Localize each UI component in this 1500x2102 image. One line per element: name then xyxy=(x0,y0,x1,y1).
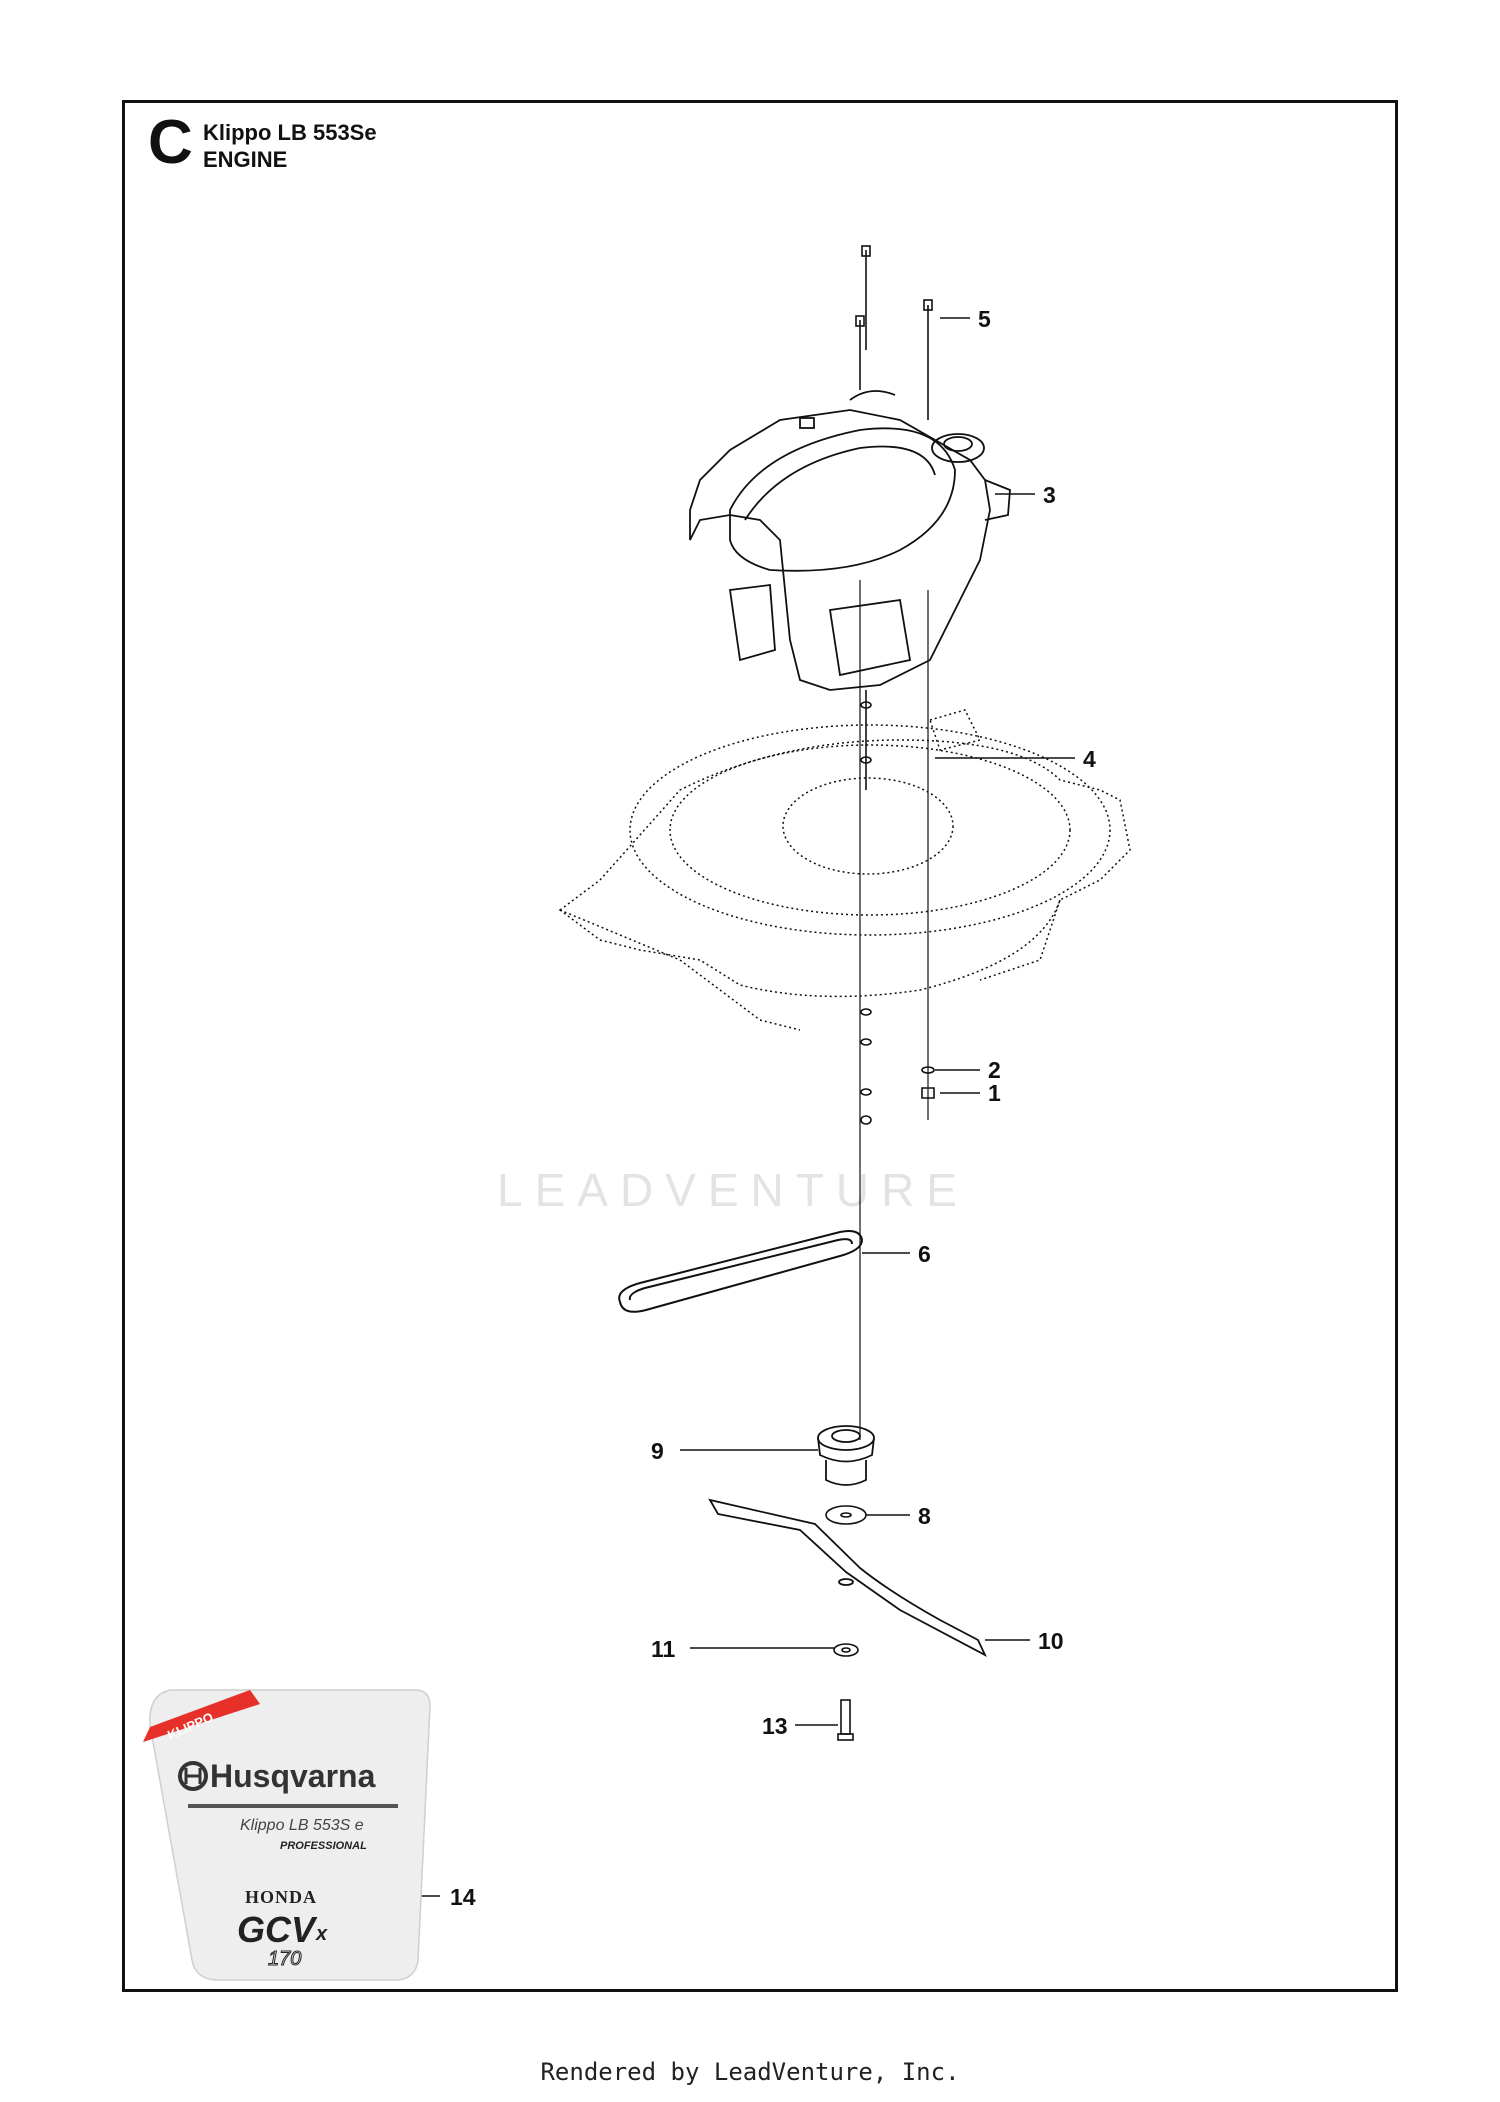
callout-3: 3 xyxy=(1043,482,1056,508)
callout-13: 13 xyxy=(762,1713,788,1739)
diagram-frame xyxy=(122,100,1398,1992)
callout-11: 11 xyxy=(651,1636,676,1662)
decal-model-line: Klippo LB 553S e xyxy=(240,1817,364,1834)
engine-bolt-left xyxy=(861,245,871,350)
section-title: ENGINE xyxy=(203,147,288,172)
decal-engine-model: GCV xyxy=(237,1909,318,1950)
blade xyxy=(708,1498,987,1658)
engine xyxy=(689,390,1011,691)
engine-bolt-right xyxy=(923,299,933,420)
callout-14: 14 xyxy=(450,1884,476,1910)
decal-engine-size: 170 xyxy=(268,1948,301,1970)
engine-bolt-mid xyxy=(855,315,865,390)
blade-washer xyxy=(825,1505,867,1525)
callout-8: 8 xyxy=(918,1503,931,1529)
belt xyxy=(618,1230,864,1313)
callout-10: 10 xyxy=(1038,1628,1064,1654)
callout-6: 6 xyxy=(918,1241,931,1267)
watermark: LEADVENTURE xyxy=(497,1164,969,1216)
footer-credit: Rendered by LeadVenture, Inc. xyxy=(540,2058,960,2086)
decal-engine-brand: HONDA xyxy=(245,1887,317,1907)
callout-9: 9 xyxy=(651,1438,664,1464)
mower-deck xyxy=(558,709,1131,1031)
decal-grade: PROFESSIONAL xyxy=(280,1840,367,1852)
decal: KLIPPO Husqvarna Klippo LB 553S e PROFES… xyxy=(143,1689,431,1981)
decal-brand: Husqvarna xyxy=(210,1758,376,1794)
right-washer-nut xyxy=(921,1066,935,1099)
callout-1: 1 xyxy=(988,1080,1001,1106)
section-letter: C xyxy=(148,108,193,177)
husqvarna-logo-icon xyxy=(178,1761,208,1791)
lower-washers xyxy=(860,1008,872,1125)
callout-5: 5 xyxy=(978,306,991,332)
callout-4: 4 xyxy=(1083,746,1096,772)
blade-bolt xyxy=(837,1699,854,1741)
model-title: Klippo LB 553Se xyxy=(203,120,377,145)
bolt-washer xyxy=(833,1643,859,1657)
blade-hub xyxy=(817,1425,875,1486)
decal-engine-suffix: x xyxy=(315,1923,328,1945)
decal-red-ribbon xyxy=(143,1690,260,1742)
callout-2: 2 xyxy=(988,1057,1001,1083)
